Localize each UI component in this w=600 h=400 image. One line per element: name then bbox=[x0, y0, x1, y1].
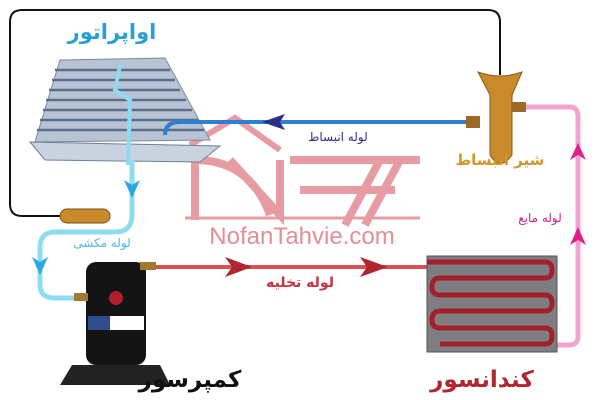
sensing-line bbox=[9, 9, 501, 217]
expansion-valve-label: شیر انبساط bbox=[455, 151, 545, 169]
evaporator-coil bbox=[28, 57, 222, 166]
discharge-pipe-label: لوله تخلیه bbox=[266, 275, 334, 291]
discharge-flow-arrow bbox=[360, 257, 388, 277]
evaporator-label: اواپراتور bbox=[67, 20, 157, 44]
liquid-pipe-label: لوله مایع bbox=[518, 211, 562, 225]
condenser bbox=[426, 255, 558, 353]
liquid-flow-arrow bbox=[570, 143, 586, 160]
filter-drier bbox=[59, 208, 111, 224]
liquid-flow-arrow bbox=[570, 227, 586, 245]
compressor-label: کمپرسور bbox=[138, 367, 242, 393]
expansion-valve bbox=[466, 71, 526, 164]
expansion-pipe bbox=[163, 120, 472, 136]
watermark-site: NofanTahvie.com bbox=[209, 223, 395, 250]
suction-flow-arrow bbox=[32, 257, 48, 275]
discharge-flow-arrow bbox=[225, 257, 252, 277]
watermark-logo bbox=[185, 114, 420, 227]
suction-pipe bbox=[37, 160, 135, 301]
condenser-label: کندانسور bbox=[430, 367, 534, 393]
suction-pipe-label: لوله مکشی bbox=[73, 236, 131, 250]
expansion-pipe-label: لوله انبساط bbox=[308, 130, 368, 144]
expansion-flow-arrow bbox=[262, 114, 285, 130]
suction-flow-arrow bbox=[124, 180, 140, 198]
compressor bbox=[60, 262, 170, 385]
